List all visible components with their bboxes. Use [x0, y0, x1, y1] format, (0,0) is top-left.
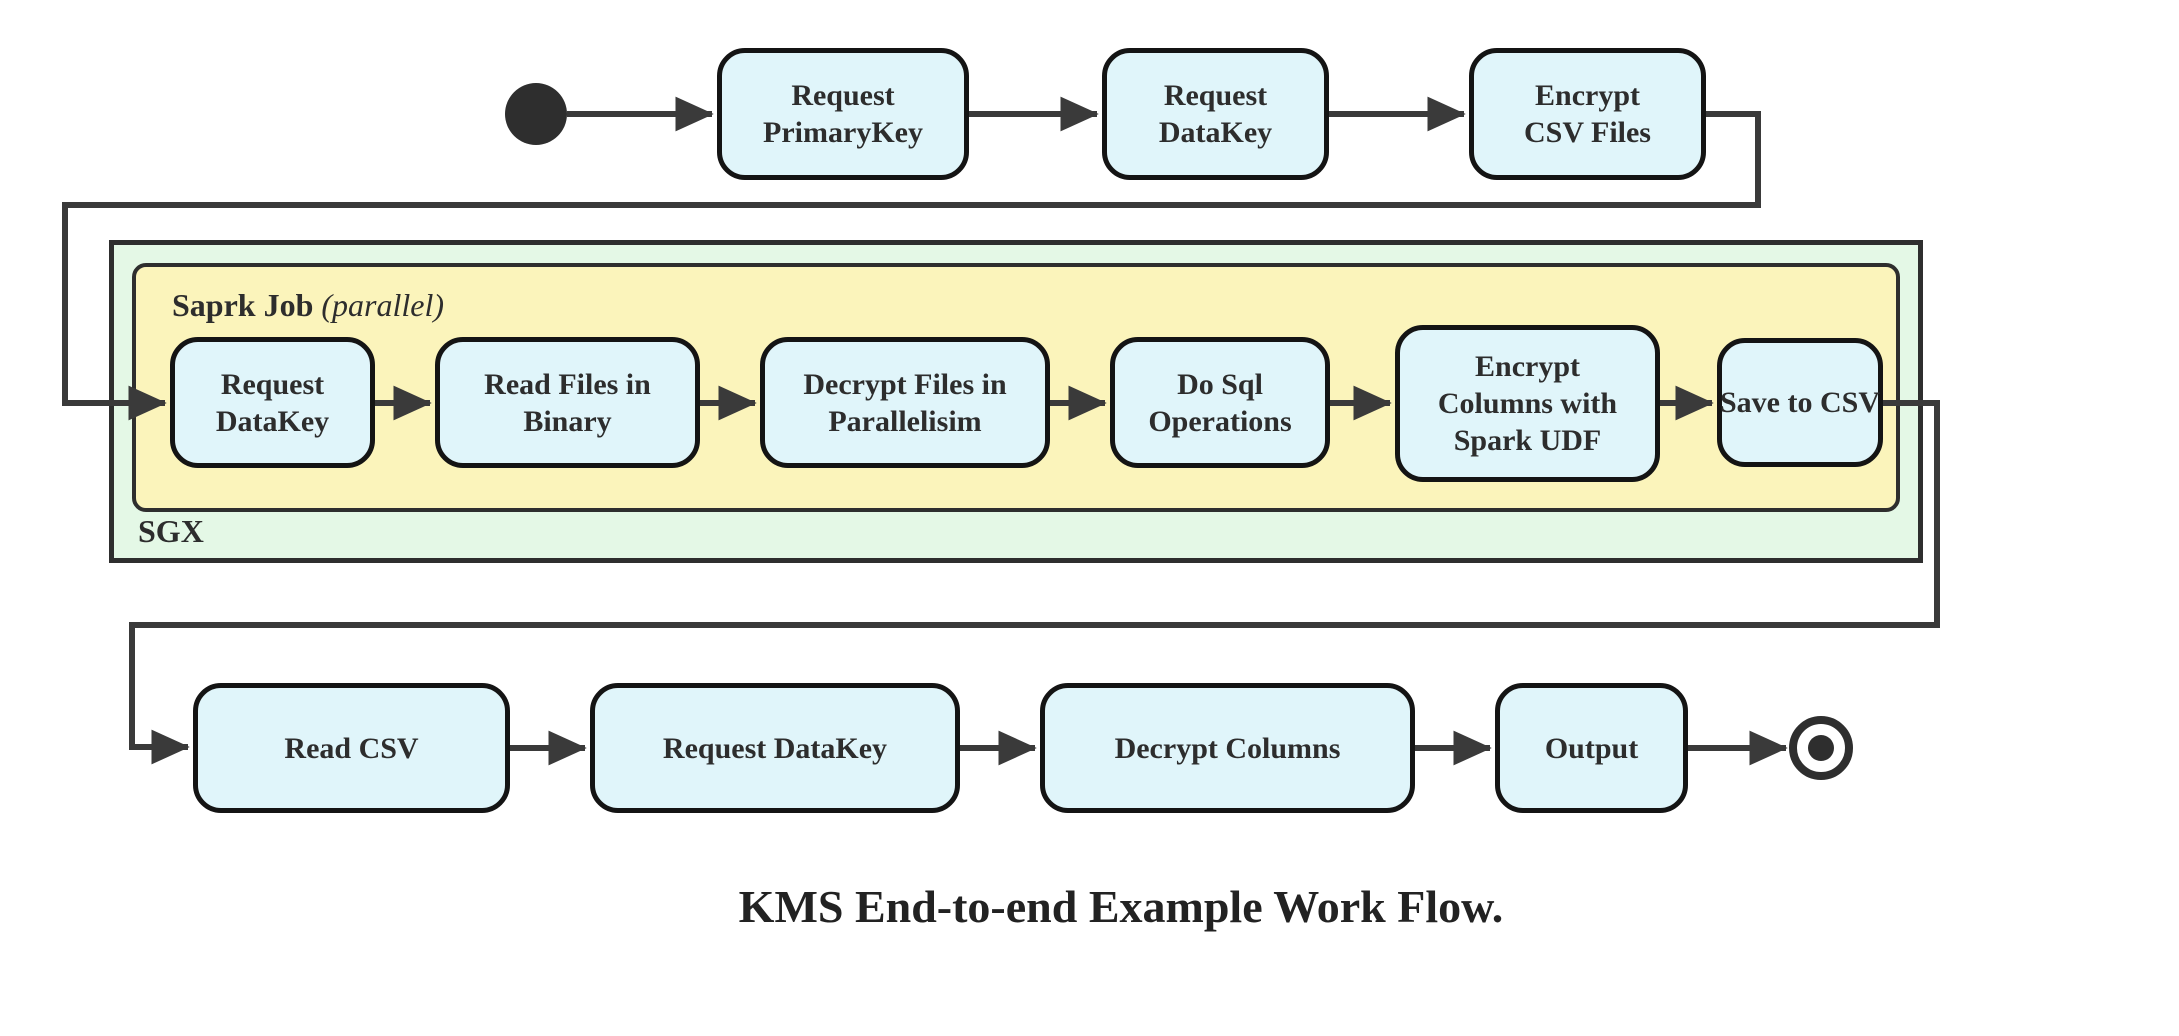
node-label-line: Request [220, 367, 325, 401]
node-label-line: DataKey [1158, 116, 1273, 149]
connector-encrypt-csv-to-sgx-request-datakey [62, 111, 1761, 421]
node-label-line: CSV Files [1524, 116, 1651, 149]
node-label-line: Encrypt [1475, 350, 1580, 383]
spark-job-parallel-label: (parallel) [321, 287, 445, 323]
node-request-datakey-bottom: Request DataKey [590, 683, 960, 813]
node-output: Output [1495, 683, 1688, 813]
node-read-csv: Read CSV [193, 683, 510, 813]
node-request-primarykey: Request PrimaryKey [717, 48, 969, 180]
start-node-icon [505, 83, 567, 145]
node-request-datakey-top: Request DataKey [1102, 48, 1329, 180]
node-do-sql-operations: Do Sql Operations [1110, 337, 1330, 468]
node-label-line: Do Sql [1177, 367, 1263, 401]
node-label-line: Parallelisim [828, 404, 982, 438]
node-save-to-csv: Save to CSV [1717, 338, 1883, 467]
node-label-line: Read CSV [284, 731, 419, 765]
node-label-line: Save to CSV [1720, 386, 1881, 419]
node-encrypt-csv-files: Encrypt CSV Files [1469, 48, 1706, 180]
node-decrypt-columns: Decrypt Columns [1040, 683, 1415, 813]
node-label-line: Request [791, 79, 895, 112]
node-label-line: PrimaryKey [763, 116, 923, 149]
connector-save-csv-to-read-csv [129, 400, 1940, 765]
node-label-line: DataKey [215, 404, 330, 438]
spark-job-label-bold: Saprk Job [172, 287, 314, 323]
node-read-files-in-binary: Read Files in Binary [435, 337, 700, 468]
node-label-line: Decrypt Files in [803, 367, 1007, 401]
diagram-title: KMS End-to-end Example Work Flow. [738, 881, 1504, 932]
sgx-label: SGX [138, 513, 204, 549]
node-encrypt-columns-with-spark-udf: Encrypt Columns with Spark UDF [1395, 325, 1660, 482]
node-label-line: Spark UDF [1453, 424, 1602, 457]
node-label-line: Binary [523, 404, 612, 438]
spark-job-label: Saprk Job (parallel) [172, 287, 444, 324]
node-label-line: Decrypt Columns [1114, 731, 1341, 765]
node-label-line: Request DataKey [662, 731, 888, 765]
node-label-line: Encrypt [1535, 79, 1640, 112]
node-sgx-request-datakey: Request DataKey [170, 337, 375, 468]
node-label-line: Operations [1148, 404, 1292, 438]
end-node-dot-icon [1808, 735, 1834, 761]
node-label-line: Read Files in [484, 367, 651, 401]
node-label-line: Request [1163, 79, 1268, 112]
node-label-line: Columns with [1437, 387, 1618, 420]
node-label-line: Output [1544, 731, 1639, 765]
node-decrypt-files-in-parallelisim: Decrypt Files in Parallelisim [760, 337, 1050, 468]
